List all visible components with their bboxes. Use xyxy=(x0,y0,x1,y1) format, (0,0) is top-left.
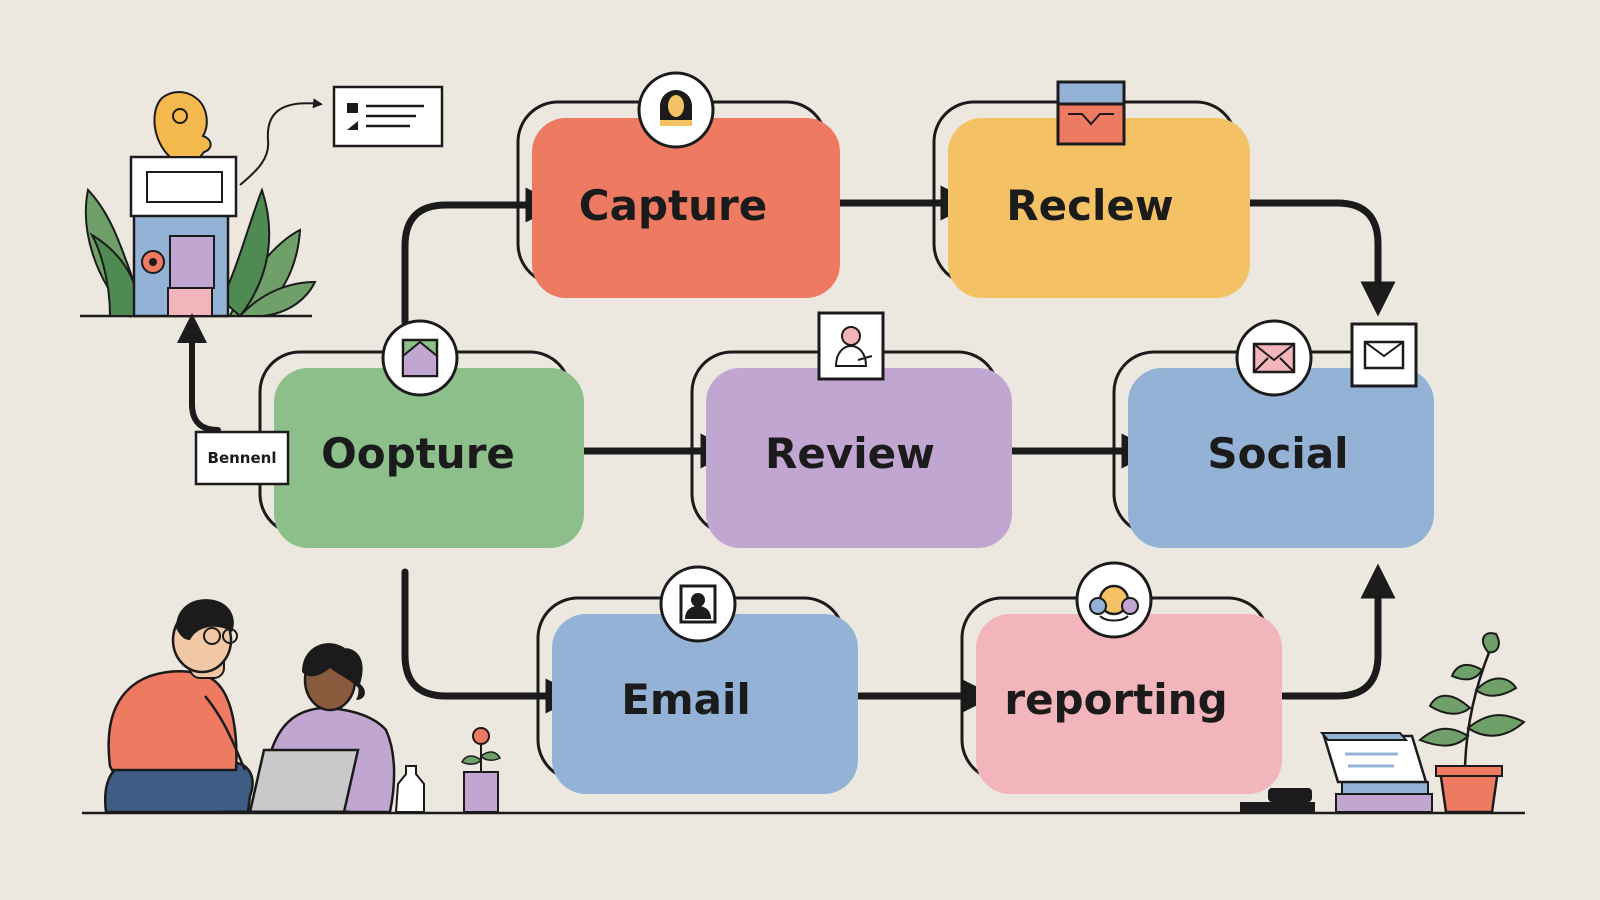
envelope-icon xyxy=(1235,319,1313,397)
user-silhouette-icon xyxy=(637,71,715,149)
node-fill xyxy=(552,614,858,794)
node-email[interactable]: Email xyxy=(536,565,858,794)
node-fill xyxy=(948,118,1250,298)
connector-oopture-capture xyxy=(401,187,561,326)
node-oopture[interactable]: Oopture xyxy=(258,319,584,548)
connectors xyxy=(177,185,1396,714)
desk-items-illustration xyxy=(1240,732,1433,813)
envelope-icon xyxy=(1350,322,1418,388)
side-tag: Bennenl xyxy=(194,430,290,486)
node-fill xyxy=(532,118,840,298)
node-fill xyxy=(976,614,1282,794)
node-label-capture: Capture xyxy=(579,181,767,230)
node-fill xyxy=(274,368,584,548)
connector-oopture-email xyxy=(401,568,581,714)
node-label-social: Social xyxy=(1207,429,1348,478)
connector-reporting-social xyxy=(1254,563,1396,700)
image-icon xyxy=(381,319,459,397)
node-label-reporting: reporting xyxy=(1004,675,1227,724)
node-social[interactable]: Social xyxy=(1112,319,1434,548)
node-label-oopture: Oopture xyxy=(321,429,515,478)
storefront-illustration xyxy=(84,91,317,319)
people-at-laptop-illustration xyxy=(103,599,502,814)
form-card-icon xyxy=(239,85,444,186)
potted-plant-illustration xyxy=(1418,632,1526,814)
node-capture[interactable]: Capture xyxy=(516,71,840,298)
node-label-email: Email xyxy=(621,675,751,724)
card-icon xyxy=(1056,80,1126,146)
node-label-reclew: Reclew xyxy=(1006,181,1173,230)
node-fill xyxy=(706,368,1012,548)
node-label-review: Review xyxy=(765,429,935,478)
node-reclew[interactable]: Reclew xyxy=(932,80,1250,298)
connector-reclew-social xyxy=(1228,199,1396,317)
reviewer-icon xyxy=(817,311,885,381)
connector-oopture-storefront xyxy=(177,313,221,433)
contact-card-icon xyxy=(659,565,737,643)
node-reporting[interactable]: reporting xyxy=(960,561,1282,794)
node-fill xyxy=(1128,368,1434,548)
team-icon xyxy=(1075,561,1153,639)
node-review[interactable]: Review xyxy=(690,311,1012,548)
side-tag-label: Bennenl xyxy=(208,449,277,467)
